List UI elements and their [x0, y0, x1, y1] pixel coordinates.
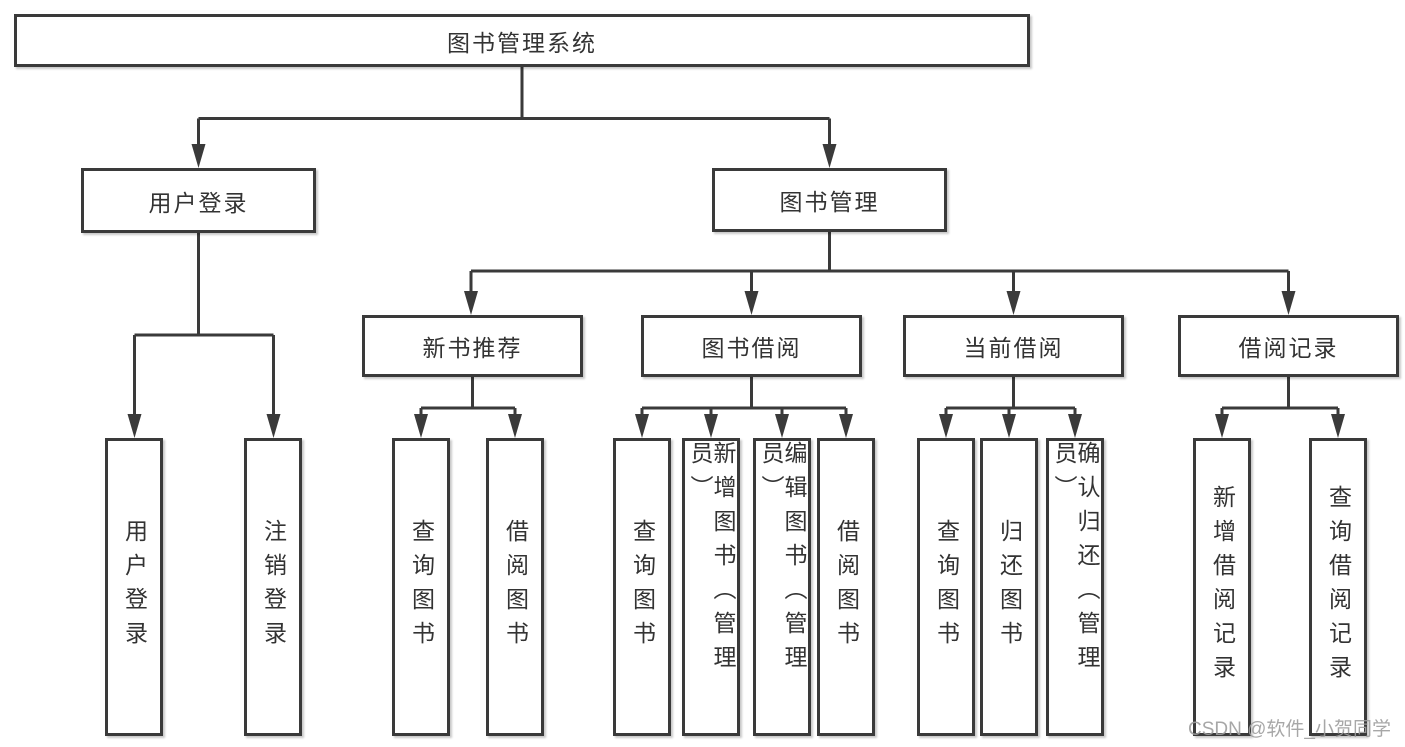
- leaf-return-books-label: 归还图书: [996, 519, 1023, 655]
- leaf-add-borrow-record-label: 新增借阅记录: [1209, 485, 1236, 689]
- leaf-user-login: 用户登录: [105, 438, 163, 736]
- node-borrowing-records: 借阅记录: [1178, 315, 1399, 377]
- node-book-management-label: 图书管理: [779, 189, 880, 215]
- leaf-query-borrow-record: 查询借阅记录: [1309, 438, 1367, 736]
- node-new-book-recommendation-label: 新书推荐: [422, 335, 523, 361]
- leaf-logout-login-label: 注销登录: [260, 519, 287, 655]
- node-new-book-recommendation: 新书推荐: [362, 315, 583, 377]
- node-borrowing-records-label: 借阅记录: [1238, 335, 1339, 361]
- node-library-system-label: 图书管理系统: [447, 29, 597, 56]
- leaf-edit-books-admin: 编辑图书（管理员）: [753, 438, 811, 736]
- leaf-query-books-recommend-label: 查询图书: [408, 519, 435, 655]
- leaf-add-books-admin-label: 新增图书（管理员）: [687, 441, 736, 679]
- leaf-confirm-return-admin: 确认归还（管理员）: [1046, 438, 1104, 736]
- leaf-add-borrow-record: 新增借阅记录: [1193, 438, 1251, 736]
- node-current-borrowing-label: 当前借阅: [963, 335, 1064, 361]
- node-user-login: 用户登录: [81, 168, 316, 233]
- csdn-watermark: CSDN @软件_小贺同学: [1188, 719, 1391, 740]
- leaf-return-books: 归还图书: [980, 438, 1038, 736]
- leaf-borrow-books-label: 借阅图书: [833, 519, 860, 655]
- leaf-confirm-return-admin-label: 确认归还（管理员）: [1051, 441, 1100, 679]
- leaf-query-books-current-label: 查询图书: [933, 519, 960, 655]
- arrowheads: [127, 144, 1345, 438]
- leaf-query-borrow-record-label: 查询借阅记录: [1325, 485, 1352, 689]
- leaf-edit-books-admin-label: 编辑图书（管理员）: [758, 441, 807, 679]
- leaf-query-books-recommend: 查询图书: [392, 438, 450, 736]
- leaf-logout-login: 注销登录: [244, 438, 302, 736]
- leaf-borrow-books-recommend: 借阅图书: [486, 438, 544, 736]
- leaf-query-books-current: 查询图书: [917, 438, 975, 736]
- leaf-user-login-label: 用户登录: [121, 519, 148, 655]
- leaf-query-books-borrowing: 查询图书: [613, 438, 671, 736]
- node-book-borrowing: 图书借阅: [641, 315, 862, 377]
- node-user-login-label: 用户登录: [148, 189, 249, 216]
- node-book-management: 图书管理: [712, 168, 947, 232]
- node-current-borrowing: 当前借阅: [903, 315, 1124, 377]
- leaf-borrow-books: 借阅图书: [817, 438, 875, 736]
- leaf-add-books-admin: 新增图书（管理员）: [682, 438, 740, 736]
- leaf-borrow-books-recommend-label: 借阅图书: [502, 519, 529, 655]
- leaf-query-books-borrowing-label: 查询图书: [629, 519, 656, 655]
- node-book-borrowing-label: 图书借阅: [701, 335, 802, 361]
- node-library-system: 图书管理系统: [14, 14, 1030, 67]
